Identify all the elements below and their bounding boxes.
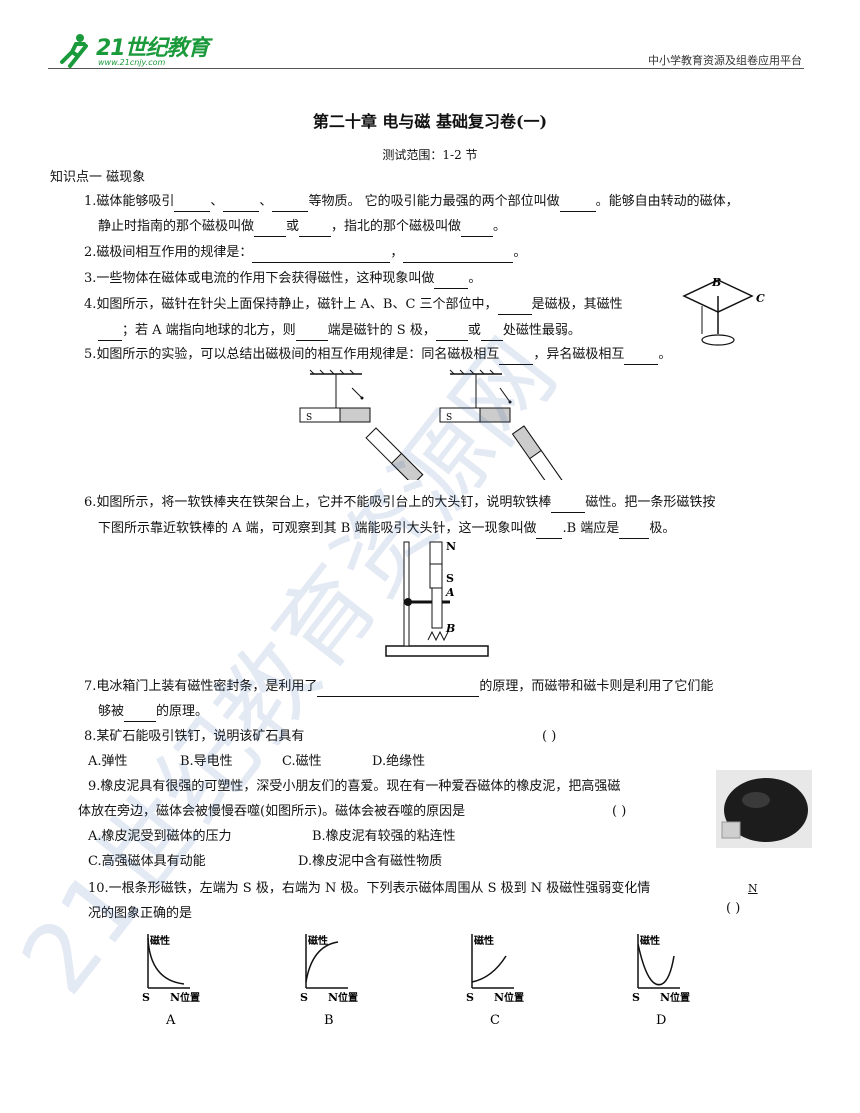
x-axis-label: 位置 — [670, 991, 690, 1004]
site-logo: 21世纪教育 www.21cnjy.com — [56, 28, 216, 72]
question-8: 8.某矿石能吸引铁钉，说明该矿石具有 — [84, 729, 305, 744]
q9-option-b: B.橡皮泥有较强的粘连性 — [312, 829, 456, 844]
magnets-figure-2: S — [439, 369, 563, 480]
runner-logo-icon — [60, 34, 88, 68]
magnet-s-label-2: S — [446, 413, 452, 423]
n-label: N — [660, 991, 670, 1004]
y-axis-label: 磁性 — [474, 934, 494, 947]
magnetic-needle-figure: B C — [682, 276, 765, 346]
q8-option-b: B.导电性 — [180, 754, 233, 769]
question-7-line-2: 够被 的原理。 — [98, 703, 208, 722]
s-label: S — [466, 991, 474, 1004]
option-label: A — [165, 1013, 176, 1028]
q8-option-a: A.弹性 — [88, 754, 128, 769]
section-heading: 知识点一 磁现象 — [50, 170, 146, 185]
question-9-answer-paren: ( ) — [612, 804, 627, 819]
n-label: N — [170, 991, 180, 1004]
question-1-line-2: 静止时指南的那个磁极叫做 或 ，指北的那个磁极叫做 。 — [98, 218, 506, 237]
curve — [637, 943, 675, 986]
n-label: N — [328, 991, 338, 1004]
q9-option-c: C.高强磁体具有动能 — [88, 854, 206, 869]
option-label: B — [324, 1013, 334, 1028]
label-a: A — [445, 586, 455, 599]
question-9-line-1: 9.橡皮泥具有很强的可塑性，深受小朋友们的喜爱。现在有一种爱吞磁体的橡皮泥，把高… — [88, 779, 621, 794]
curve — [471, 955, 507, 983]
x-axis-label: 位置 — [504, 991, 524, 1004]
option-label: D — [656, 1013, 666, 1028]
label-s: S — [446, 572, 454, 585]
s-label: S — [300, 991, 308, 1004]
y-axis-label: 磁性 — [308, 934, 328, 947]
question-2: 2.磁极间相互作用的规律是： ， 。 — [84, 244, 526, 263]
q8-option-c: C.磁性 — [282, 754, 322, 769]
x-axis-label: 位置 — [180, 991, 200, 1004]
label-c: C — [756, 292, 765, 305]
curve — [305, 941, 339, 983]
header-divider — [48, 68, 804, 69]
putty-photo — [716, 770, 812, 848]
question-4-line-1: 4.如图所示，磁针在针尖上面保持静止，磁针上 A、B、C 三个部位中， 是磁极，… — [84, 296, 623, 315]
q9-option-d: D.橡皮泥中含有磁性物质 — [298, 854, 443, 869]
question-3: 3.一些物体在磁体或电流的作用下会获得磁性，这种现象叫做 。 — [84, 270, 481, 289]
s-label: S — [142, 991, 150, 1004]
n-label: N — [494, 991, 504, 1004]
logo-url: www.21cnjy.com — [98, 58, 166, 67]
q8-option-d: D.绝缘性 — [372, 754, 426, 769]
test-scope: 测试范围：1-2 节 — [382, 148, 478, 162]
q10-n-mark: N — [748, 882, 758, 895]
iron-stand-figure: N S A B — [385, 540, 489, 657]
page-title: 第二十章 电与磁 基础复习卷(一) — [312, 112, 548, 131]
option-label: C — [490, 1013, 500, 1028]
label-n: N — [446, 540, 456, 553]
curve — [147, 937, 185, 985]
question-4-line-2: ；若 A 端指向地球的北方，则 端是磁针的 S 极， 或 处磁性最弱。 — [98, 322, 581, 341]
question-10-line-1: 10.一根条形磁铁，左端为 S 极，右端为 N 极。下列表示磁体周围从 S 极到… — [88, 881, 651, 896]
s-label: S — [632, 991, 640, 1004]
question-6-line-1: 6.如图所示，将一软铁棒夹在铁架台上，它并不能吸引台上的大头钉，说明软铁棒 磁性… — [84, 494, 715, 513]
question-9-line-2: 体放在旁边，磁体会被慢慢吞噬(如图所示)。磁体会被吞噬的原因是 — [78, 804, 466, 819]
logo-text: 21世纪教育 — [96, 36, 210, 61]
y-axis-label: 磁性 — [640, 934, 660, 947]
question-8-answer-paren: ( ) — [542, 729, 557, 744]
platform-name: 中小学教育资源及组卷应用平台 — [648, 54, 802, 67]
question-10-answer-paren: ( ) — [726, 901, 741, 916]
magnets-figure-1: S — [299, 369, 424, 480]
q9-option-a: A.橡皮泥受到磁体的压力 — [88, 829, 232, 844]
question-7-line-1: 7.电冰箱门上装有磁性密封条，是利用了 的原理，而磁带和磁卡则是利用了它们能 — [84, 678, 713, 697]
y-axis-label: 磁性 — [150, 934, 170, 947]
question-1-line-1: 1.磁体能够吸引 、 、 等物质。 它的吸引能力最强的两个部位叫做 。能够自由转… — [84, 193, 739, 212]
x-axis-label: 位置 — [338, 991, 358, 1004]
label-b: B — [445, 622, 455, 635]
question-6-line-2: 下图所示靠近软铁棒的 A 端，可观察到其 B 端能吸引大头针，这一现象叫做 .B… — [98, 520, 675, 539]
magnet-s-label-1: S — [306, 413, 312, 423]
question-10-line-2: 况的图象正确的是 — [88, 906, 193, 921]
label-b: B — [711, 276, 721, 289]
question-5: 5.如图所示的实验，可以总结出磁极间的相互作用规律是：同名磁极相互 ，异名磁极相… — [84, 346, 671, 365]
